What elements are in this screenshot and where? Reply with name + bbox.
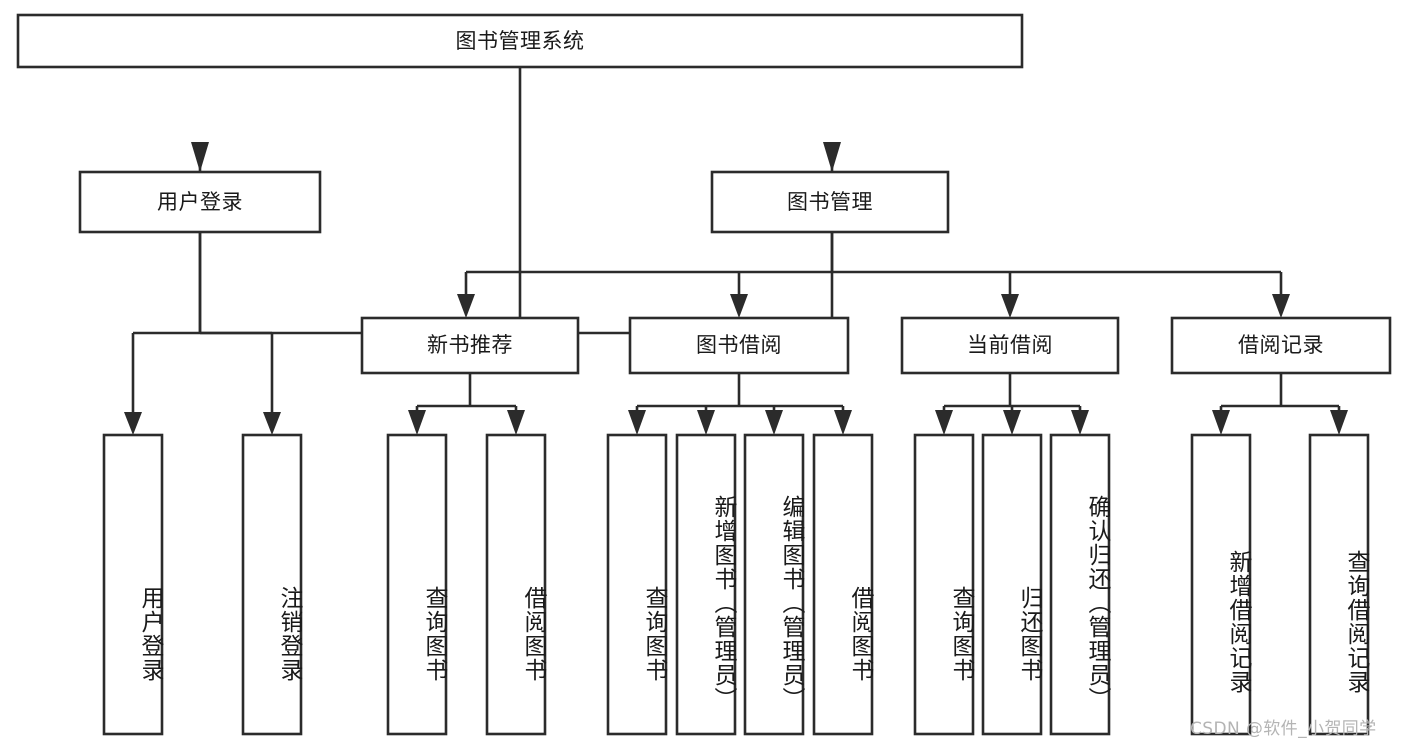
arrowhead-icon	[834, 410, 852, 435]
node-box-new-book-recommend[interactable]	[360, 316, 580, 375]
node-box-leaf-query-borrow-record[interactable]	[1308, 433, 1370, 736]
connector-current-borrow-children	[935, 373, 1089, 435]
arrowhead-icon	[1212, 410, 1230, 435]
node-box-leaf-confirm-return-admin[interactable]	[1049, 433, 1111, 736]
node-box-leaf-return-book[interactable]	[981, 433, 1043, 736]
node-box-leaf-query-book-2[interactable]	[606, 433, 668, 736]
connector-book-borrow-children	[628, 373, 852, 435]
arrowhead-icon	[823, 142, 841, 172]
connector-user-login-children	[124, 232, 281, 435]
arrowhead-icon	[124, 412, 142, 435]
node-box-leaf-add-borrow-record[interactable]	[1190, 433, 1252, 736]
arrowhead-icon	[1330, 410, 1348, 435]
connector-book-manage-children	[457, 232, 1290, 318]
connector-new-book-recommend-children	[408, 373, 525, 435]
arrowheads-root-level2	[191, 142, 841, 172]
arrowhead-icon	[263, 412, 281, 435]
arrowhead-icon	[408, 410, 426, 435]
arrowhead-icon	[191, 142, 209, 172]
arrowhead-icon	[935, 410, 953, 435]
arrowhead-icon	[1001, 294, 1019, 318]
arrowhead-icon	[628, 410, 646, 435]
node-box-current-borrow[interactable]	[900, 316, 1120, 375]
node-box-user-login[interactable]	[78, 170, 322, 234]
connector-borrow-record-children	[1212, 373, 1348, 435]
node-box-root[interactable]	[16, 13, 1024, 69]
node-box-borrow-record[interactable]	[1170, 316, 1392, 375]
arrowhead-icon	[765, 410, 783, 435]
node-box-leaf-query-book-3[interactable]	[913, 433, 975, 736]
arrowhead-icon	[1071, 410, 1089, 435]
node-box-leaf-add-book-admin[interactable]	[675, 433, 737, 736]
node-box-leaf-edit-book-admin[interactable]	[743, 433, 805, 736]
arrowhead-icon	[507, 410, 525, 435]
node-box-leaf-borrow-book-2[interactable]	[812, 433, 874, 736]
node-box-leaf-borrow-book-1[interactable]	[485, 433, 547, 736]
node-box-leaf-query-book-1[interactable]	[386, 433, 448, 736]
arrowhead-icon	[457, 294, 475, 318]
arrowhead-icon	[730, 294, 748, 318]
node-box-book-borrow[interactable]	[628, 316, 850, 375]
leaf-box-layer	[102, 433, 1370, 736]
arrowhead-icon	[697, 410, 715, 435]
node-box-leaf-logout[interactable]	[241, 433, 303, 736]
node-box-leaf-user-login[interactable]	[102, 433, 164, 736]
watermark-text: CSDN @软件_小贺同学	[1190, 719, 1377, 739]
node-box-book-manage[interactable]	[710, 170, 950, 234]
arrowhead-icon	[1272, 294, 1290, 318]
arrowhead-icon	[1003, 410, 1021, 435]
